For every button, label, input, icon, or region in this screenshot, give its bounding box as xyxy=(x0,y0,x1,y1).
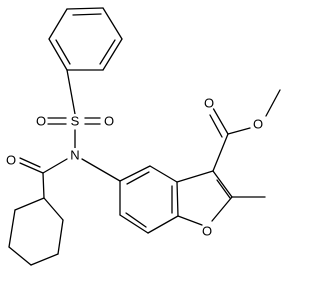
svg-text:O: O xyxy=(36,114,46,129)
furan-ring xyxy=(176,170,233,226)
atom-label-sulfonyl-oxygen-left: O xyxy=(34,114,48,129)
phenyl-ring xyxy=(48,7,123,71)
atom-label-nitrogen: N xyxy=(68,148,82,163)
amine-linkages xyxy=(42,158,121,182)
atom-label-ester-oxygen: O xyxy=(251,117,265,132)
svg-text:O: O xyxy=(104,114,114,129)
carbonyl-group xyxy=(19,157,45,199)
sulfonyl-group xyxy=(47,69,101,149)
svg-text:S: S xyxy=(71,114,80,129)
atom-label-sulfur: S xyxy=(68,114,82,129)
atom-label-furan-oxygen: O xyxy=(200,224,214,239)
atom-label-sulfonyl-oxygen-right: O xyxy=(102,114,116,129)
molecule-structure-diagram: O S O N O O O O xyxy=(4,7,281,266)
svg-text:O: O xyxy=(253,117,263,132)
svg-text:O: O xyxy=(6,153,16,168)
svg-text:N: N xyxy=(70,148,79,163)
svg-text:O: O xyxy=(204,96,214,111)
benzofuran-benzene-ring xyxy=(119,165,179,234)
methyl-ester-group xyxy=(209,89,281,172)
atom-label-ester-carbonyl-oxygen: O xyxy=(202,96,216,111)
svg-text:O: O xyxy=(202,224,212,239)
atom-label-carbonyl-oxygen: O xyxy=(4,153,18,168)
cyclohexyl-ring xyxy=(8,197,64,266)
